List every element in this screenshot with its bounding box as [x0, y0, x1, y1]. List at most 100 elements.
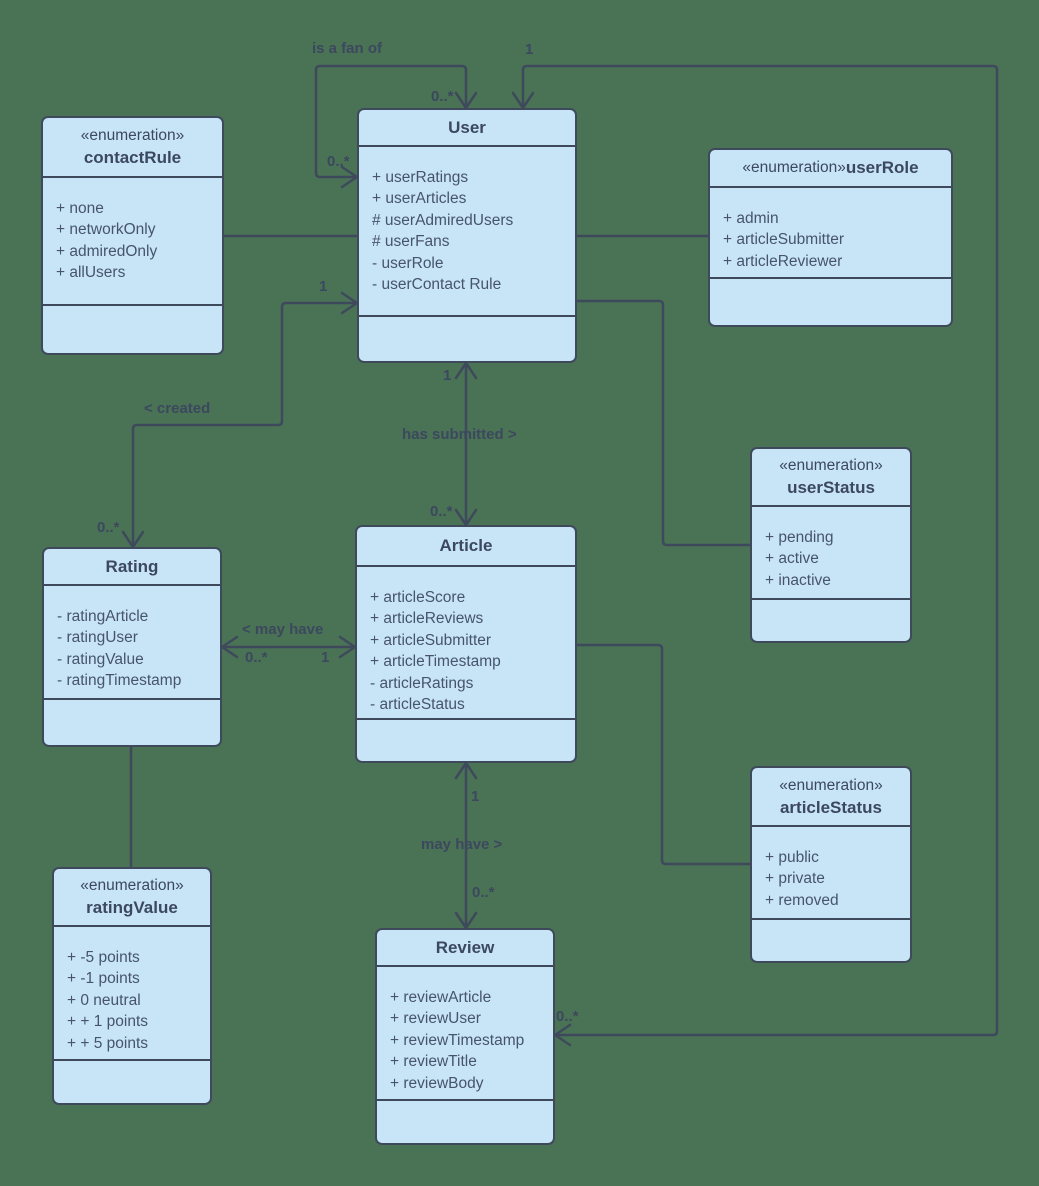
class-methods-empty: [359, 315, 575, 361]
class-attribute: + userArticles: [372, 190, 467, 208]
class-header: «enumeration» articleStatus: [752, 768, 910, 825]
class-attribute: + userRatings: [372, 169, 469, 186]
class-userRole: «enumeration»userRole + admin + articleS…: [708, 148, 953, 327]
multiplicity-fan-source: 0..*: [327, 153, 350, 170]
class-attribute: + -1 points: [67, 970, 140, 988]
label-may-have-rating: < may have: [242, 621, 324, 638]
class-stereotype: «enumeration»: [779, 457, 883, 474]
class-attribute: + 0 neutral: [67, 991, 141, 1009]
arrowhead-up-icon: [454, 761, 478, 780]
class-attribute: + admin: [723, 210, 779, 227]
class-attribute: + inactive: [765, 571, 831, 589]
multiplicity-created-rating: 0..*: [97, 519, 120, 536]
class-attribute: + admiredOnly: [56, 242, 158, 260]
class-stereotype: «enumeration»: [80, 127, 185, 144]
arrowhead-down-icon: [454, 911, 478, 930]
class-name: userStatus: [787, 478, 875, 497]
class-attribute: - userRole: [372, 254, 444, 272]
arrowhead-up-icon: [454, 361, 478, 380]
arrowhead-down-icon: [454, 508, 478, 527]
class-attribute: # userFans: [372, 233, 450, 251]
class-attribute: + articleSubmitter: [370, 631, 492, 649]
class-Rating: Rating - ratingArticle - ratingUser - ra…: [42, 547, 222, 747]
class-name: articleStatus: [779, 797, 883, 817]
class-attribute: + articleReviewer: [723, 252, 843, 270]
class-attribute: + networkOnly: [56, 221, 156, 239]
label-has-submitted: has submitted >: [402, 426, 517, 443]
class-attribute: + + 1 points: [67, 1013, 149, 1031]
class-attributes: + -5 points + -1 points + 0 neutral + + …: [54, 925, 210, 1059]
class-attribute: - articleRatings: [370, 674, 474, 692]
class-methods-empty: [710, 277, 951, 325]
arrowhead-right-icon: [340, 165, 359, 189]
arrowhead-down-icon: [511, 91, 535, 110]
arrowhead-left-icon: [553, 1023, 572, 1047]
connector-User-userStatus: [575, 299, 752, 547]
multiplicity-may-have-rating: 0..*: [245, 649, 268, 666]
class-attribute: - userContact Rule: [372, 276, 502, 294]
multiplicity-may-have-article-1: 1: [321, 649, 330, 666]
label-created: < created: [144, 400, 211, 417]
class-name: User: [448, 117, 486, 137]
label-may-have-review: may have >: [421, 836, 503, 853]
class-attributes: + reviewArticle + reviewUser + reviewTim…: [377, 965, 553, 1099]
class-attribute: - ratingTimestamp: [57, 672, 182, 690]
multiplicity-review-user-1: 1: [525, 41, 534, 58]
class-attribute: + active: [765, 550, 819, 568]
class-attribute: + reviewArticle: [390, 989, 492, 1006]
class-header: Review: [377, 930, 553, 965]
class-header: «enumeration» ratingValue: [54, 869, 210, 925]
class-attribute: + allUsers: [56, 264, 126, 282]
class-attribute: + reviewBody: [390, 1074, 484, 1092]
class-attribute: - ratingValue: [57, 650, 144, 668]
class-attribute: + pending: [765, 529, 834, 546]
connector-may-have-Rating-Article: [220, 635, 357, 659]
class-attribute: - articleStatus: [370, 696, 465, 714]
multiplicity-fan-target: 0..*: [431, 88, 454, 105]
class-ratingValue: «enumeration» ratingValue + -5 points + …: [52, 867, 212, 1105]
class-attribute: + articleScore: [370, 589, 466, 606]
multiplicity-review-user-many: 0..*: [556, 1008, 579, 1025]
class-attributes: + pending + active + inactive: [752, 505, 910, 598]
connector-Article-articleStatus: [575, 643, 752, 866]
class-attribute: + reviewTimestamp: [390, 1031, 525, 1049]
class-header: «enumeration»userRole: [710, 150, 951, 186]
multiplicity-created-user: 1: [319, 278, 328, 295]
class-attributes: + articleScore + articleReviews + articl…: [357, 565, 575, 718]
class-methods-empty: [377, 1099, 553, 1143]
class-attribute: + articleSubmitter: [723, 231, 845, 249]
class-name: userRole: [845, 158, 919, 177]
class-attribute: + reviewTitle: [390, 1053, 477, 1071]
multiplicity-submitted-article: 0..*: [430, 503, 453, 520]
class-attributes: + admin + articleSubmitter + articleRevi…: [710, 186, 951, 277]
class-name: Rating: [105, 556, 159, 576]
class-attribute: + reviewUser: [390, 1010, 481, 1028]
class-attribute: + none: [56, 200, 104, 217]
class-attribute: + private: [765, 870, 825, 888]
label-is-a-fan-of: is a fan of: [312, 40, 383, 57]
class-header: Rating: [44, 549, 220, 584]
class-name: Article: [439, 536, 493, 555]
class-name: ratingValue: [86, 898, 178, 917]
class-stereotype: «enumeration»: [779, 776, 883, 794]
class-contactRule: «enumeration» contactRule + none + netwo…: [41, 116, 224, 355]
class-attributes: + none + networkOnly + admiredOnly + all…: [43, 176, 222, 304]
arrowhead-down-icon: [454, 91, 478, 110]
class-name: contactRule: [83, 148, 182, 167]
class-methods-empty: [752, 598, 910, 641]
class-header: Article: [357, 527, 575, 565]
multiplicity-may-have-article: 1: [471, 788, 480, 805]
class-methods-empty: [752, 918, 910, 961]
class-name: Review: [435, 937, 495, 957]
connector-has-submitted-User-Article: [454, 361, 478, 527]
class-attributes: + userRatings + userArticles # userAdmir…: [359, 145, 575, 315]
class-attributes: + public + private + removed: [752, 825, 910, 918]
class-attribute: + removed: [765, 891, 839, 909]
multiplicity-may-have-review: 0..*: [472, 884, 495, 901]
class-attribute: + -5 points: [67, 949, 140, 966]
class-methods-empty: [44, 698, 220, 745]
class-attribute: - ratingArticle: [57, 608, 149, 625]
class-userStatus: «enumeration» userStatus + pending + act…: [750, 447, 912, 643]
arrowhead-down-icon: [121, 530, 145, 549]
